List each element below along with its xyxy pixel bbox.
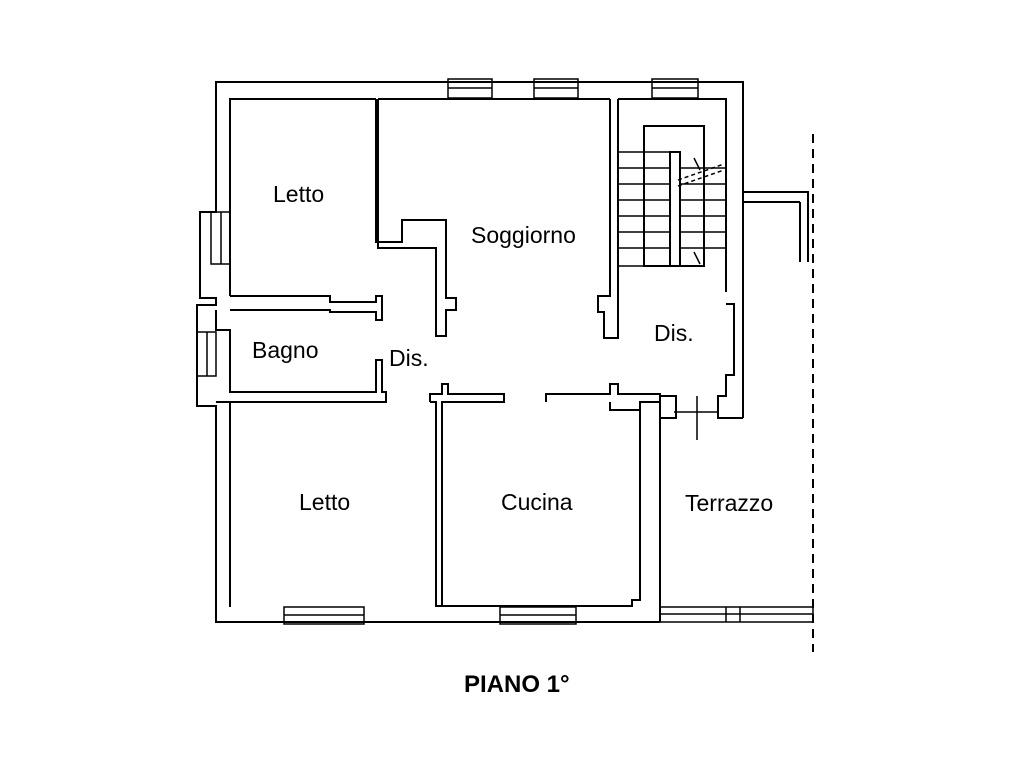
plan-title: PIANO 1° (464, 671, 570, 698)
label-letto-top: Letto (273, 181, 324, 207)
window-bagno (196, 331, 217, 377)
wall-letto-soggiorno (375, 99, 457, 337)
room-labels: Letto Soggiorno Dis. Bagno Dis. Letto Cu… (252, 181, 773, 516)
wall-bagno (215, 310, 387, 403)
stair-treads-right (680, 167, 726, 249)
label-letto-bottom: Letto (299, 489, 350, 515)
stair-treads-left (618, 151, 670, 267)
interior-walls (215, 99, 677, 622)
window-soggiorno-right (533, 78, 579, 99)
terrazzo-south-railing (659, 606, 814, 623)
stair-well (643, 125, 705, 267)
window-letto-bottom (283, 606, 365, 625)
label-terrazzo: Terrazzo (685, 490, 773, 516)
window-stairs (651, 78, 699, 99)
label-dis-stair: Dis. (654, 320, 694, 346)
stair-core (669, 151, 681, 266)
wall-hall-south-right (442, 383, 661, 607)
wall-letto-top-south (230, 295, 383, 321)
label-cucina: Cucina (501, 489, 573, 515)
wall-soggiorno-east (597, 99, 619, 339)
window-soggiorno-left (447, 78, 493, 99)
outer-wall-line (196, 81, 744, 623)
terrazzo-north-rail (743, 191, 809, 262)
wall-hall-south-left (429, 383, 505, 607)
window-letto-top (210, 211, 231, 265)
wall-cucina-east (609, 402, 640, 411)
stair-break-symbol (677, 157, 725, 265)
terrazzo-outline (659, 134, 814, 652)
inner-wall-line (216, 401, 231, 607)
label-dis-center: Dis. (389, 345, 429, 371)
windows (196, 78, 699, 625)
staircase (618, 125, 726, 267)
inner-wall-line-stair-north (618, 98, 727, 292)
entrance-door (674, 396, 718, 440)
label-soggiorno: Soggiorno (471, 222, 576, 248)
label-bagno: Bagno (252, 337, 319, 363)
wall-terrazzo-west-inner (660, 395, 677, 419)
inner-wall-line-east (717, 303, 743, 419)
